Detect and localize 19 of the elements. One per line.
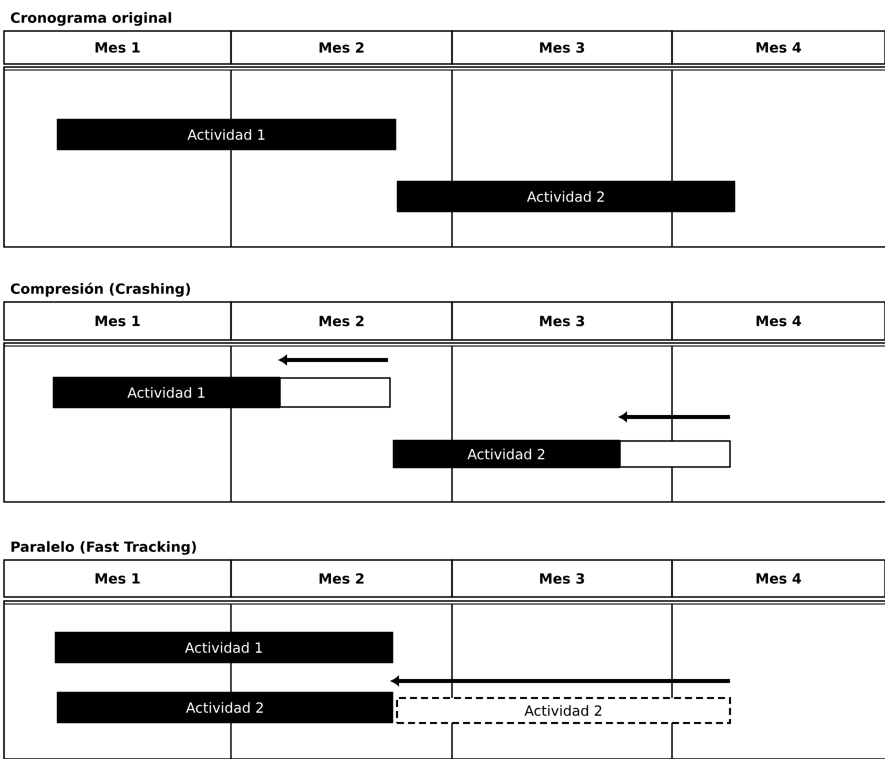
month-header: Mes 2	[230, 301, 453, 341]
month-header: Mes 4	[671, 301, 885, 341]
month-header: Mes 1	[3, 559, 232, 598]
month-header: Mes 1	[3, 30, 232, 65]
month-header: Mes 1	[3, 301, 232, 341]
month-header: Mes 2	[230, 559, 453, 598]
activity-bar: Actividad 1	[56, 118, 396, 150]
activity-bar: Actividad 2	[396, 180, 736, 212]
month-header: Mes 2	[230, 30, 453, 65]
month-header: Mes 3	[451, 30, 673, 65]
month-header: Mes 3	[451, 559, 673, 598]
month-header: Mes 3	[451, 301, 673, 341]
activity-bar: Actividad 1	[54, 632, 394, 664]
month-header: Mes 4	[671, 30, 885, 65]
activity-bar: Actividad 2	[56, 692, 394, 724]
activity-bar: Actividad 2	[392, 440, 731, 468]
month-header: Mes 4	[671, 559, 885, 598]
activity-bar: Actividad 1	[52, 376, 391, 408]
activity-bar: Actividad 2	[396, 697, 731, 724]
